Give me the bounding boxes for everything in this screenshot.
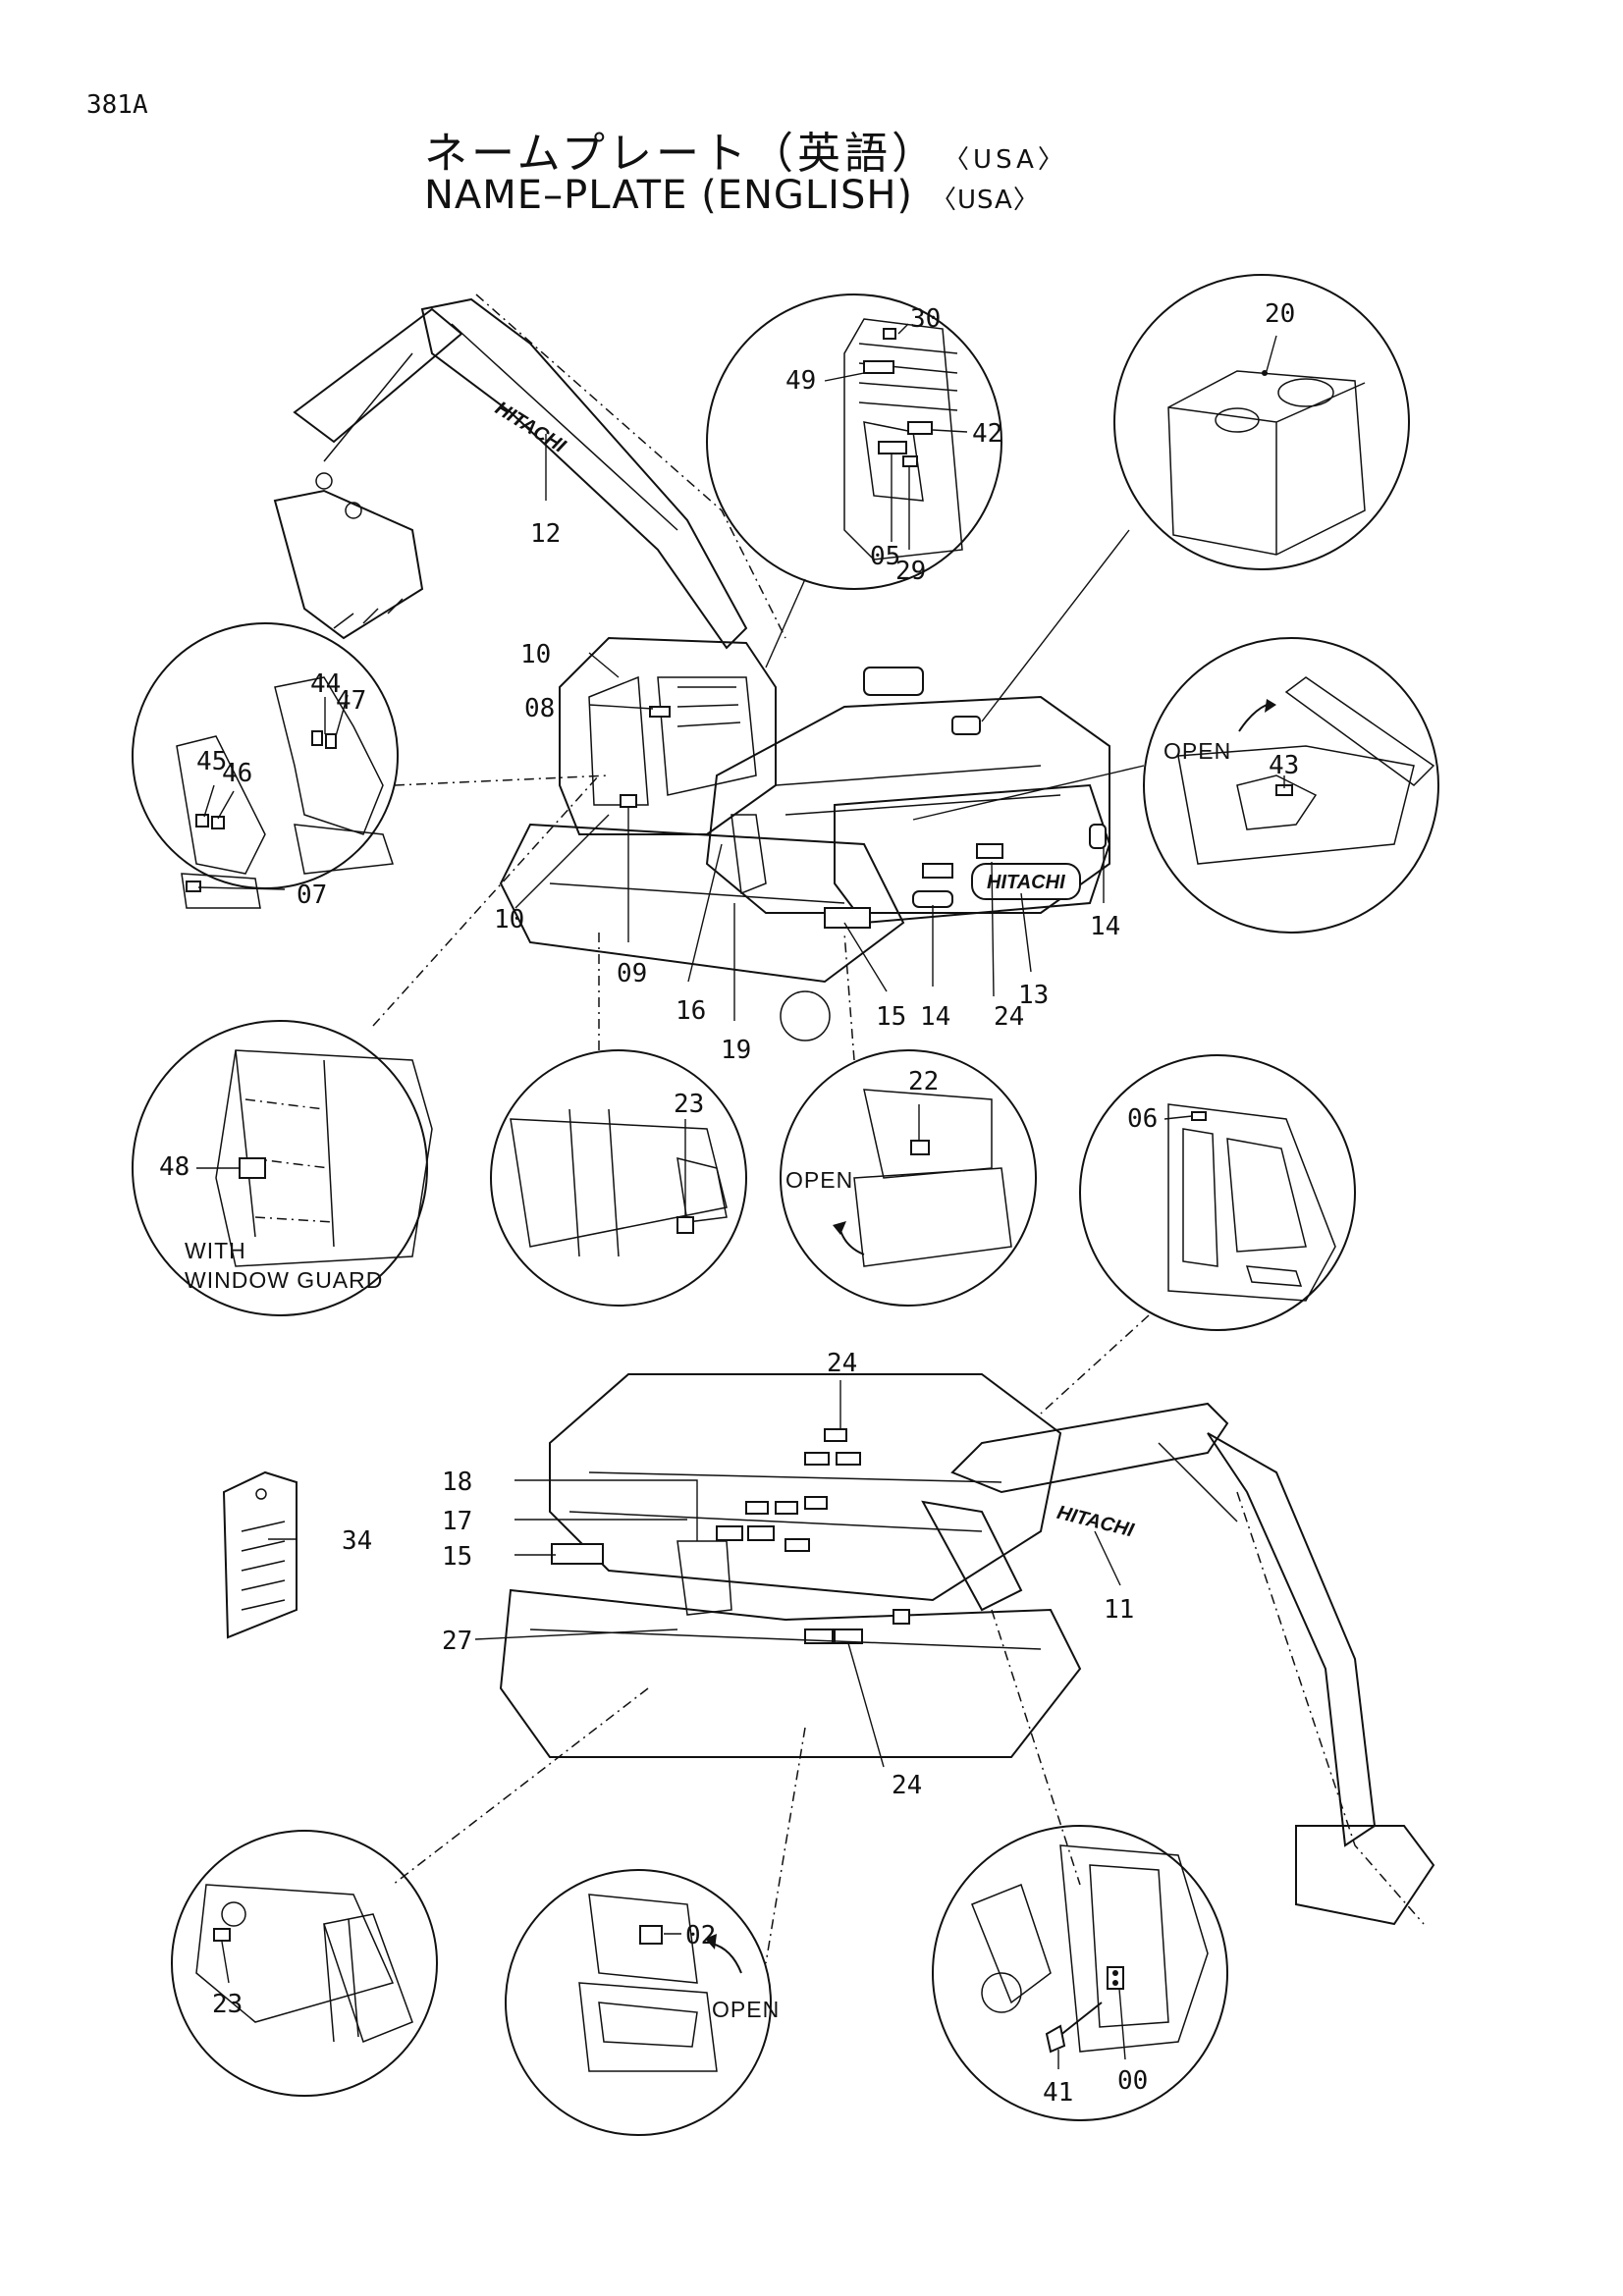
callout-34: 34: [342, 1526, 372, 1556]
brand-boom-upper: HITACHI: [491, 398, 569, 457]
callout-30: 30: [910, 304, 941, 334]
callout-15-lower: 15: [442, 1542, 472, 1572]
callout-10-upper: 10: [520, 640, 551, 669]
detail-circle-track-frame: [490, 933, 747, 1307]
callout-13: 13: [1018, 981, 1049, 1010]
callout-02: 02: [685, 1921, 716, 1950]
callout-44: 44: [310, 669, 341, 699]
callout-23-upper: 23: [674, 1090, 704, 1119]
callout-45: 45: [196, 747, 227, 776]
brand-boom-lower: HITACHI: [1055, 1502, 1136, 1542]
region-tag-jp: 〈USA〉: [956, 145, 1067, 175]
label-open-hood: OPEN: [1163, 738, 1231, 764]
detail-circle-tank: [981, 274, 1410, 722]
callout-20: 20: [1265, 299, 1295, 329]
callout-16: 16: [676, 996, 706, 1026]
region-tag-en: 〈USA〉: [931, 186, 1040, 215]
detail-circle-cab-door: [706, 294, 1002, 668]
warning-tag-illustration: [222, 1470, 298, 1639]
callout-49: 49: [785, 366, 816, 396]
callout-00: 00: [1117, 2066, 1148, 2096]
label-with: WITH: [185, 1238, 246, 1263]
label-open-toolbox: OPEN: [712, 1997, 780, 2022]
page-code: 381A: [86, 90, 148, 120]
brand-counterweight-upper: HITACHI: [987, 872, 1065, 893]
detail-circle-track-lower: [171, 1830, 438, 2097]
callout-27: 27: [442, 1627, 472, 1656]
title-english-text: NAME–PLATE (ENGLISH): [424, 173, 914, 218]
callout-14-left: 14: [920, 1002, 950, 1032]
callout-14-right: 14: [1090, 912, 1120, 941]
callout-08: 08: [524, 694, 555, 723]
callout-19: 19: [721, 1036, 751, 1065]
callout-17: 17: [442, 1507, 472, 1536]
callout-15-upper: 15: [876, 1002, 906, 1032]
callout-42: 42: [972, 419, 1002, 449]
callout-12: 12: [530, 519, 561, 549]
callout-48: 48: [159, 1152, 189, 1182]
callout-43: 43: [1269, 751, 1299, 780]
callout-05: 05: [870, 542, 900, 571]
callout-11: 11: [1104, 1595, 1134, 1625]
callout-24-lower-bottom: 24: [892, 1771, 922, 1800]
callout-23-lower: 23: [212, 1990, 243, 2019]
upper-excavator-illustration: HITACHI HITACHI: [273, 294, 1111, 1041]
detail-circle-toolbox: [505, 1869, 772, 2136]
detail-circle-door-window: [1040, 1054, 1356, 1415]
title-japanese-text: ネームプレート（英語）: [424, 129, 940, 179]
callout-22: 22: [908, 1067, 939, 1096]
callout-41: 41: [1043, 2078, 1073, 2108]
detail-circle-window-guard: [132, 774, 600, 1316]
detail-circle-seat: [132, 622, 610, 909]
title-japanese: ネームプレート（英語） 〈USA〉: [424, 118, 1067, 181]
lower-excavator-illustration: HITACHI: [268, 1373, 1435, 1964]
callout-46: 46: [222, 759, 252, 788]
title-english: NAME–PLATE (ENGLISH) 〈USA〉: [424, 173, 1040, 218]
callout-24-lower-top: 24: [827, 1349, 857, 1378]
detail-circle-cab-bolt: [932, 1825, 1228, 2121]
detail-circle-step: [780, 932, 1037, 1307]
detail-circle-engine-hood: [912, 637, 1439, 934]
callout-24-upper: 24: [994, 1002, 1024, 1032]
callout-06: 06: [1127, 1104, 1158, 1134]
label-window-guard: WINDOW GUARD: [185, 1267, 383, 1293]
callout-47: 47: [336, 686, 366, 716]
callout-10-lower: 10: [494, 905, 524, 934]
callout-29: 29: [895, 557, 926, 586]
label-open-step: OPEN: [785, 1167, 853, 1193]
callout-09: 09: [617, 959, 647, 988]
callout-18: 18: [442, 1468, 472, 1497]
callout-07: 07: [297, 881, 327, 910]
